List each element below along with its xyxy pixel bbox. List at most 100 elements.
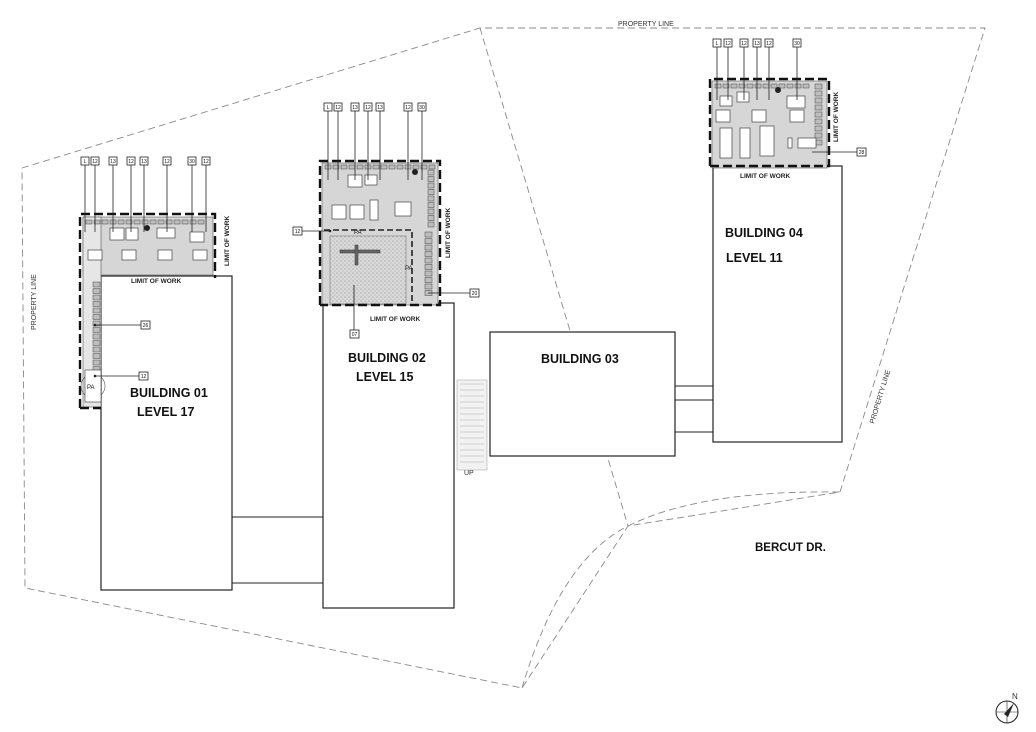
keynote-tag-text: 12 (295, 229, 301, 235)
keynote-tag-text: 30 (189, 159, 195, 165)
planter (181, 219, 189, 225)
planter (424, 277, 433, 283)
planter (92, 353, 101, 359)
planter (92, 281, 101, 288)
keynote-tag-box (187, 156, 197, 166)
keynote-tag-box (712, 38, 722, 48)
keynote-tag-box (333, 102, 343, 112)
keynote-tag-text: 12 (725, 41, 731, 47)
planter (412, 164, 420, 170)
keynote-tag-text: 12 (766, 41, 772, 47)
keynote-tag-text: 12 (141, 374, 147, 380)
building-02-footprint (322, 302, 455, 609)
building-01-limit-of-work-label: LIMIT OF WORK (131, 278, 181, 285)
keynote-tag-box (375, 102, 385, 112)
property-line-label-top: PROPERTY LINE (618, 21, 674, 28)
building-04-limit-of-work-label: LIMIT OF WORK (740, 173, 790, 180)
planter (427, 182, 435, 189)
building-04-level: LEVEL 11 (726, 251, 783, 265)
planter (92, 314, 101, 320)
planter (101, 219, 109, 225)
planter (92, 301, 101, 307)
building-04-footprint (712, 165, 843, 443)
planter (802, 83, 810, 89)
building-02-pa-label: PA (354, 230, 362, 236)
planter (814, 125, 823, 132)
building-01-pa-label: PA (87, 385, 95, 391)
planter (424, 244, 433, 251)
building-04-name: BUILDING 04 (725, 226, 803, 240)
planter (424, 238, 433, 244)
keynote-leader-dot (328, 229, 332, 233)
planter (424, 231, 433, 238)
keynote-tag-text: 30 (794, 41, 800, 47)
keynote-tag-box (752, 38, 762, 48)
keynote-tag-box (292, 226, 303, 236)
planter (427, 176, 435, 182)
planter (356, 164, 364, 170)
keynote-tag-box (856, 147, 867, 157)
planter (427, 221, 435, 228)
planter (165, 219, 173, 225)
planter (157, 219, 165, 225)
keynote-tag-text: 30 (419, 105, 425, 111)
property-line-label-left: PROPERTY LINE (31, 274, 38, 330)
building-01-name: BUILDING 01 (130, 386, 208, 400)
planter (424, 257, 433, 264)
keynote-tag-text: 12 (405, 105, 411, 111)
planter (814, 83, 823, 90)
planter (424, 264, 433, 270)
north-arrow-icon: N (995, 692, 1019, 724)
keynote-tag-box (201, 156, 211, 166)
planter (786, 83, 794, 89)
building-01-roof-deck: PA LIMIT OF WORK LIMIT OF WORK (78, 212, 231, 410)
planter (380, 164, 388, 170)
planter (92, 346, 101, 353)
keynote-leader-dot (93, 323, 97, 327)
planter (149, 219, 157, 225)
planter (173, 219, 181, 225)
keynote-tag-box (126, 156, 136, 166)
keynote-tag-box (469, 288, 480, 298)
planter (428, 164, 436, 170)
planter (738, 83, 746, 89)
keynote-tag-box (792, 38, 802, 48)
building-03-footprint (489, 331, 676, 457)
planter (746, 83, 754, 89)
keynote-tag-text: 13 (352, 105, 358, 111)
keynote-tag-box (90, 156, 100, 166)
keynote-tag-text: 13 (754, 41, 760, 47)
north-arrow-label: N (1012, 692, 1018, 701)
keynote-tag-box (139, 156, 149, 166)
planter (92, 307, 101, 314)
building-02-name: BUILDING 02 (348, 351, 426, 365)
planter (427, 208, 435, 215)
building-01-level: LEVEL 17 (137, 405, 194, 419)
keynote-tag-box (323, 102, 333, 112)
planter (424, 270, 433, 277)
exterior-stair: UP (456, 379, 488, 477)
planter (396, 164, 404, 170)
keynote-tag-text: L (716, 41, 719, 47)
planter (778, 83, 786, 89)
keynote-tag-text: 12 (365, 105, 371, 111)
planter (348, 164, 356, 170)
planter (92, 294, 101, 301)
keynote-tag-box (417, 102, 427, 112)
building-04-limit-of-work-side-label: LIMIT OF WORK (833, 92, 840, 142)
keynote-tag-box (403, 102, 413, 112)
street-name: BERCUT DR. (755, 542, 826, 554)
planter (92, 320, 101, 327)
planter (427, 215, 435, 221)
planter (424, 251, 433, 257)
planter (424, 283, 433, 290)
planter (92, 359, 101, 366)
planter (92, 333, 101, 340)
planter (197, 219, 205, 225)
planter (117, 219, 125, 225)
keynote-tag-text: 12 (92, 159, 98, 165)
planter (427, 169, 435, 176)
keynote-tag-text: 28 (859, 150, 865, 156)
planter (388, 164, 396, 170)
